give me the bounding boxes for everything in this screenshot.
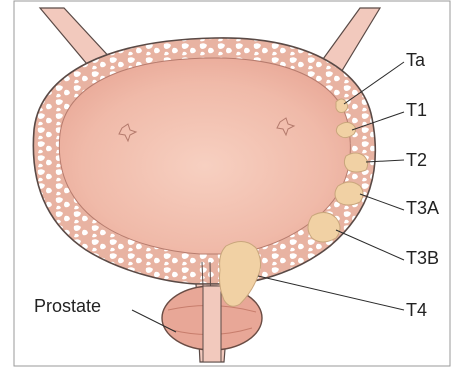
label-t2: T2 — [406, 150, 427, 170]
leader-line-t3a — [360, 194, 404, 210]
leader-line-t3b — [336, 230, 404, 260]
tumor-t3b — [308, 212, 340, 242]
tumor-t2 — [344, 153, 367, 172]
label-prostate: Prostate — [34, 296, 101, 316]
tumor-ta — [336, 99, 348, 113]
label-ta: Ta — [406, 50, 426, 70]
label-t3a: T3A — [406, 198, 439, 218]
leader-line-t4 — [258, 276, 404, 310]
tumor-t4 — [220, 241, 261, 306]
label-t1: T1 — [406, 100, 427, 120]
tumor-t3a — [335, 182, 363, 205]
bladder-lumen — [59, 58, 350, 254]
label-t3b: T3B — [406, 248, 439, 268]
label-t4: T4 — [406, 300, 427, 320]
